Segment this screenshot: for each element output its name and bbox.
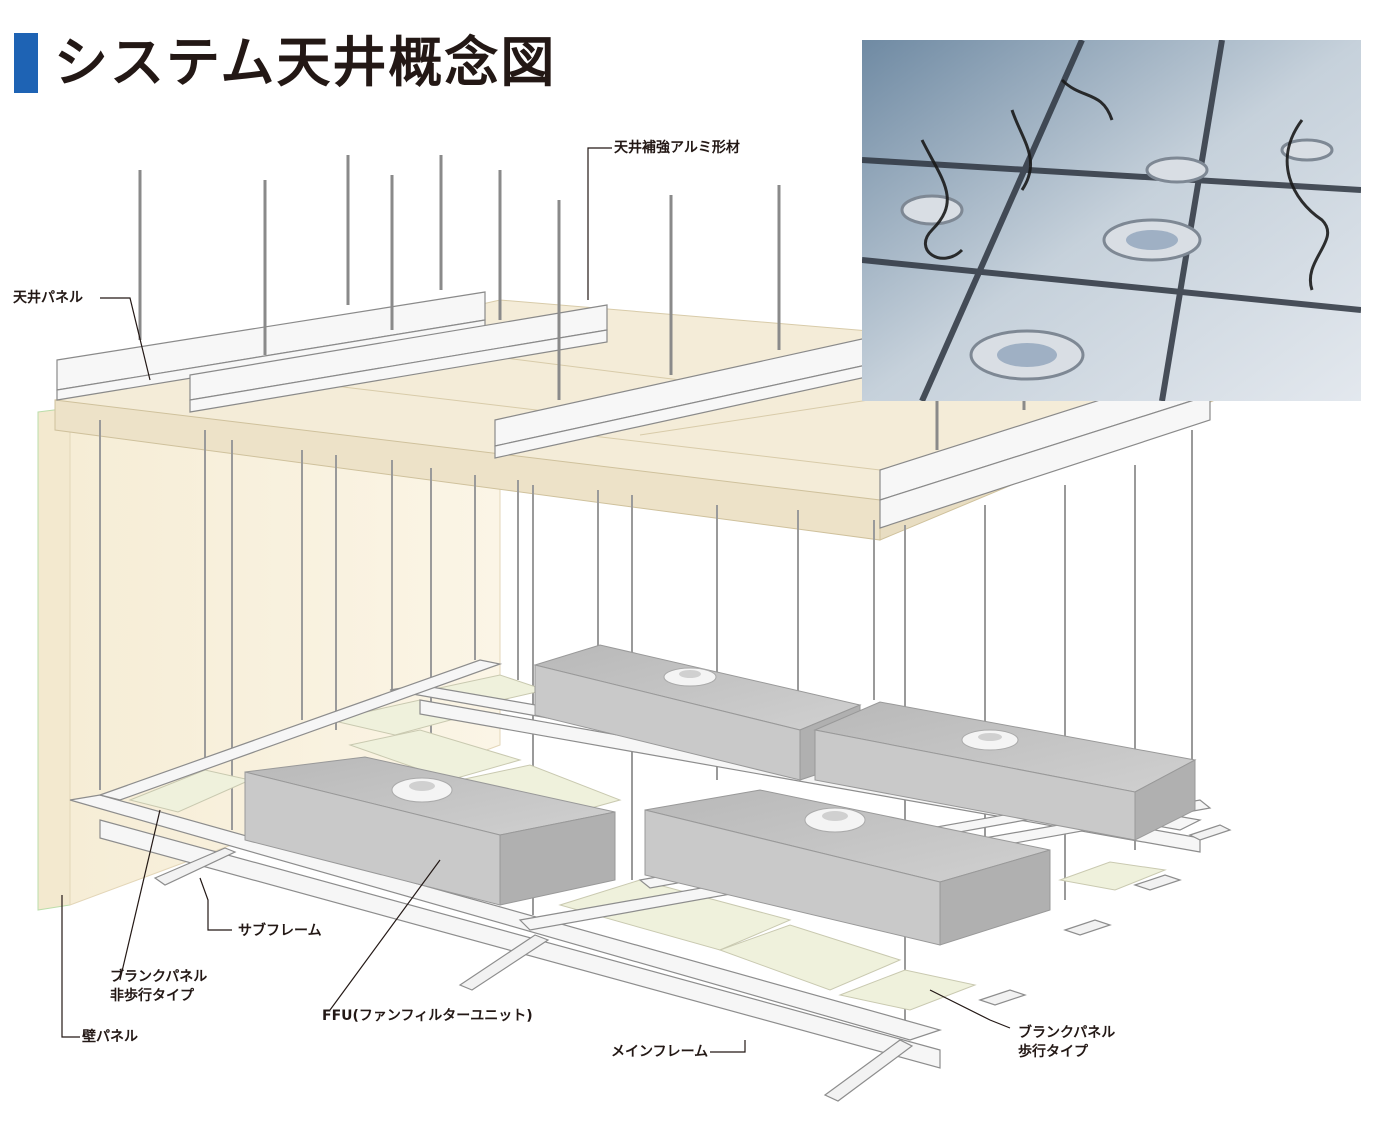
ffu-unit [244, 756, 616, 906]
sub-frames [153, 824, 1232, 1102]
leader-lines [61, 147, 1011, 1053]
label-blank-panel-non-walk-line2: 非歩行タイプ [110, 988, 194, 1004]
ffu-unit [644, 789, 1051, 946]
title-block: システム天井概念図 [14, 30, 556, 96]
label-blank-panel-walk: ブランクパネル 歩行タイプ [1018, 1024, 1115, 1062]
cleanroom-photo [862, 40, 1361, 401]
title-accent-bar [14, 33, 38, 93]
ffu-unit [813, 701, 1197, 841]
label-main-frame: メインフレーム [611, 1044, 709, 1060]
label-wall-panel: 壁パネル [82, 1029, 138, 1045]
label-blank-panel-non-walk-line1: ブランクパネル [110, 969, 208, 985]
page-title: システム天井概念図 [54, 31, 557, 94]
label-ceiling-reinforcement: 天井補強アルミ形材 [614, 140, 740, 156]
label-sub-frame: サブフレーム [238, 923, 322, 939]
ffu-units [244, 644, 1197, 946]
reinforcement-profiles [56, 291, 1211, 529]
label-ffu: FFU(ファンフィルターユニット) [322, 1008, 533, 1024]
label-blank-panel-non-walk: ブランクパネル 非歩行タイプ [110, 968, 207, 1006]
cleanroom-photo-image [862, 40, 1361, 401]
label-ceiling-panel: 天井パネル [13, 290, 83, 306]
label-blank-panel-walk-line1: ブランクパネル [1018, 1025, 1116, 1041]
label-blank-panel-walk-line2: 歩行タイプ [1018, 1044, 1088, 1060]
